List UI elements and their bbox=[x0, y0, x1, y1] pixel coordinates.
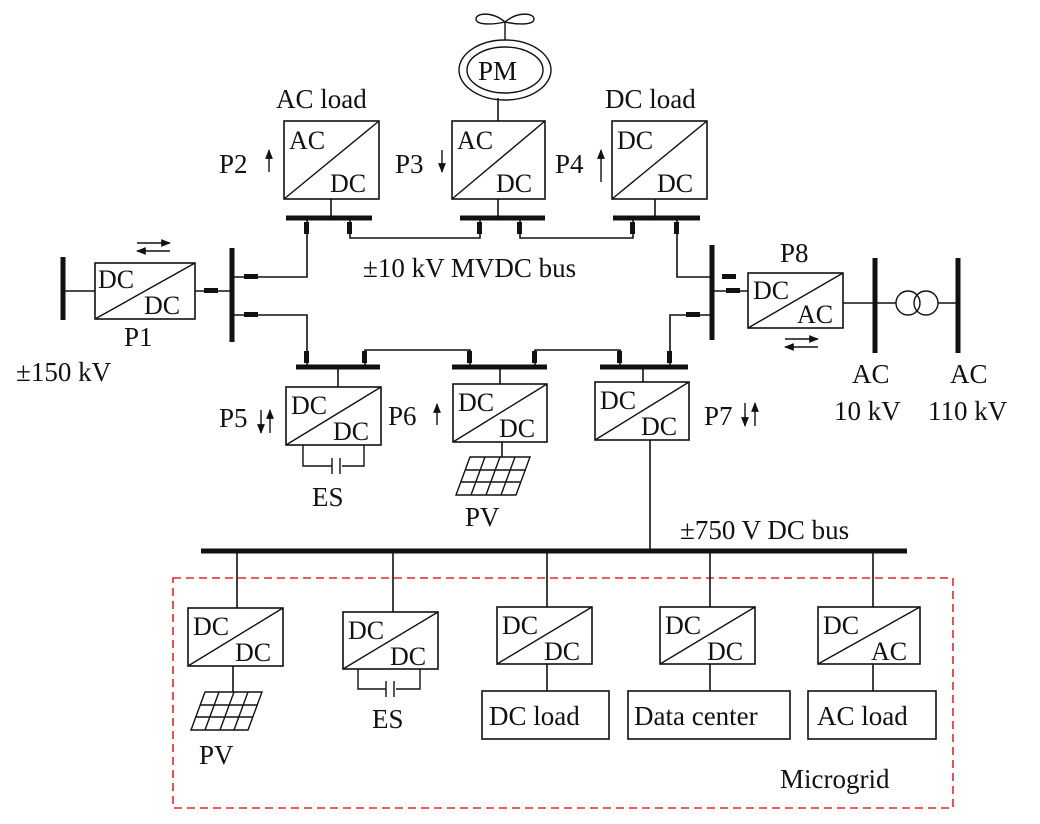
microgrid-ac-load-converter: DC AC AC load bbox=[807, 551, 937, 740]
svg-text:DC: DC bbox=[390, 642, 426, 671]
ac-load-top-label: AC load bbox=[276, 84, 367, 114]
p4-port: P4 bbox=[555, 149, 605, 182]
es-microgrid-label: ES bbox=[372, 704, 404, 734]
mvdc-ring-wiring bbox=[229, 215, 736, 370]
microgrid-dc-load-converter: DC DC DC load bbox=[481, 551, 610, 740]
microgrid-boundary bbox=[172, 577, 954, 809]
svg-text:DC: DC bbox=[544, 637, 580, 666]
svg-text:AC: AC bbox=[797, 300, 833, 329]
es-mid-label: ES bbox=[312, 482, 344, 512]
p3-port: P3 bbox=[395, 149, 446, 179]
ac-110kv-label-bottom: 110 kV bbox=[928, 396, 1008, 426]
data-center-box-label: Data center bbox=[634, 701, 758, 731]
p7-converter: DC DC bbox=[594, 367, 690, 551]
svg-text:DC: DC bbox=[707, 637, 743, 666]
svg-text:P5: P5 bbox=[219, 403, 248, 433]
svg-text:DC: DC bbox=[657, 169, 693, 198]
ac-10kv-label-top: AC bbox=[852, 359, 890, 389]
svg-text:P2: P2 bbox=[219, 149, 248, 179]
lvdc-bus-label: ±750 V DC bus bbox=[680, 515, 849, 545]
p1-label: P1 bbox=[124, 322, 153, 352]
p5-converter: DC DC bbox=[285, 367, 382, 474]
p6-converter: DC DC bbox=[452, 367, 548, 457]
microgrid-label: Microgrid bbox=[780, 764, 890, 794]
mvdc-bus-label: ±10 kV MVDC bus bbox=[363, 253, 576, 283]
p2-port: P2 bbox=[219, 149, 273, 179]
svg-text:DC: DC bbox=[502, 611, 538, 640]
ac-110kv-label-top: AC bbox=[950, 359, 988, 389]
permanent-magnet-machine: PM bbox=[458, 13, 552, 101]
dc-load-top-label: DC load bbox=[605, 84, 696, 114]
svg-text:DC: DC bbox=[98, 265, 134, 294]
svg-text:P3: P3 bbox=[395, 149, 424, 179]
ac-load-box-label: AC load bbox=[817, 701, 908, 731]
p4-converter: DC DC bbox=[611, 120, 708, 218]
svg-text:PM: PM bbox=[478, 56, 517, 86]
pv-microgrid-label: PV bbox=[199, 740, 234, 770]
svg-text:DC: DC bbox=[499, 414, 535, 443]
svg-text:P6: P6 bbox=[388, 401, 417, 431]
svg-text:DC: DC bbox=[348, 616, 384, 645]
dc-load-box-label: DC load bbox=[489, 701, 580, 731]
svg-text:AC: AC bbox=[289, 126, 325, 155]
p1-converter: DC DC bbox=[60, 239, 232, 320]
hv-dc-label: ±150 kV bbox=[16, 357, 112, 387]
svg-text:P7: P7 bbox=[704, 401, 733, 431]
p3-converter: AC DC bbox=[451, 98, 546, 218]
p2-converter: AC DC bbox=[283, 120, 380, 218]
svg-text:DC: DC bbox=[600, 386, 636, 415]
svg-text:DC: DC bbox=[291, 391, 327, 420]
svg-text:DC: DC bbox=[665, 611, 701, 640]
ac-10kv-label-bottom: 10 kV bbox=[834, 396, 901, 426]
microgrid-data-center-converter: DC DC Data center bbox=[627, 551, 791, 740]
p5-port: P5 bbox=[219, 403, 274, 434]
svg-text:DC: DC bbox=[823, 611, 859, 640]
svg-text:DC: DC bbox=[496, 169, 532, 198]
svg-text:P4: P4 bbox=[555, 149, 584, 179]
svg-text:AC: AC bbox=[871, 637, 907, 666]
p8-converter: DC AC bbox=[712, 258, 961, 353]
svg-text:DC: DC bbox=[144, 291, 180, 320]
pv-panel-microgrid-icon bbox=[189, 691, 264, 731]
p7-port: P7 bbox=[704, 401, 759, 431]
svg-text:DC: DC bbox=[617, 126, 653, 155]
svg-text:DC: DC bbox=[330, 169, 366, 198]
svg-text:DC: DC bbox=[641, 412, 677, 441]
svg-text:DC: DC bbox=[753, 276, 789, 305]
microgrid-es-converter: DC DC bbox=[342, 551, 439, 697]
svg-text:DC: DC bbox=[193, 612, 229, 641]
microgrid-pv-converter: DC DC bbox=[187, 551, 284, 692]
svg-text:AC: AC bbox=[457, 126, 493, 155]
pv-mid-label: PV bbox=[465, 502, 500, 532]
svg-text:DC: DC bbox=[458, 388, 494, 417]
p8-label: P8 bbox=[780, 238, 809, 268]
pv-panel-mid-icon bbox=[454, 456, 532, 496]
p6-port: P6 bbox=[388, 401, 441, 431]
svg-text:DC: DC bbox=[333, 417, 369, 446]
svg-text:DC: DC bbox=[235, 638, 271, 667]
